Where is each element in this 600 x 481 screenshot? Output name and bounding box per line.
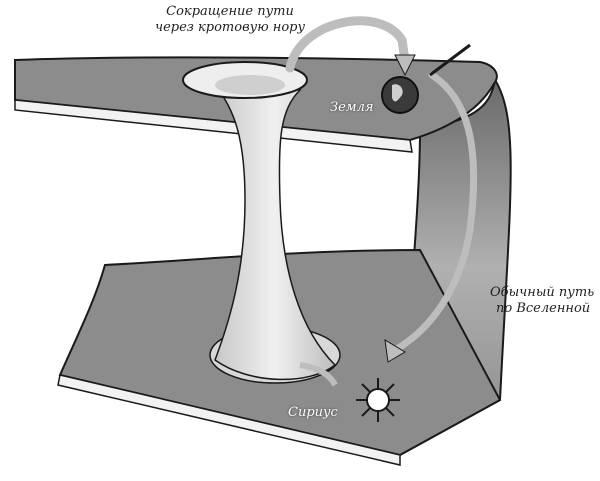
shortcut-arrow	[285, 16, 410, 73]
shortcut-label: Сокращение пути через кротовую нору	[155, 4, 305, 36]
earth-label: Земля	[330, 100, 374, 115]
wormhole-throat	[213, 84, 337, 381]
normal-path-arrow-head	[384, 339, 406, 363]
shortcut-arrow-head	[394, 54, 416, 77]
normal-path-start-line	[429, 43, 471, 77]
normal-path-label-line1: Обычный путь	[490, 285, 595, 300]
wormhole-exit-arrow	[299, 362, 338, 387]
normal-path-label: Обычный путь по Вселенной	[490, 285, 594, 317]
wormhole-inner	[215, 75, 285, 95]
shortcut-label-line1: Сокращение пути	[166, 4, 294, 19]
bottom-sheet-edge	[57, 374, 401, 466]
normal-path-label-line2: по Вселенной	[496, 301, 591, 316]
normal-path-arrow	[391, 71, 478, 354]
shortcut-label-line2: через кротовую нору	[155, 20, 306, 35]
sirius-label: Сириус	[288, 405, 338, 420]
earth-continent	[392, 84, 403, 102]
sirius-star	[366, 388, 390, 412]
